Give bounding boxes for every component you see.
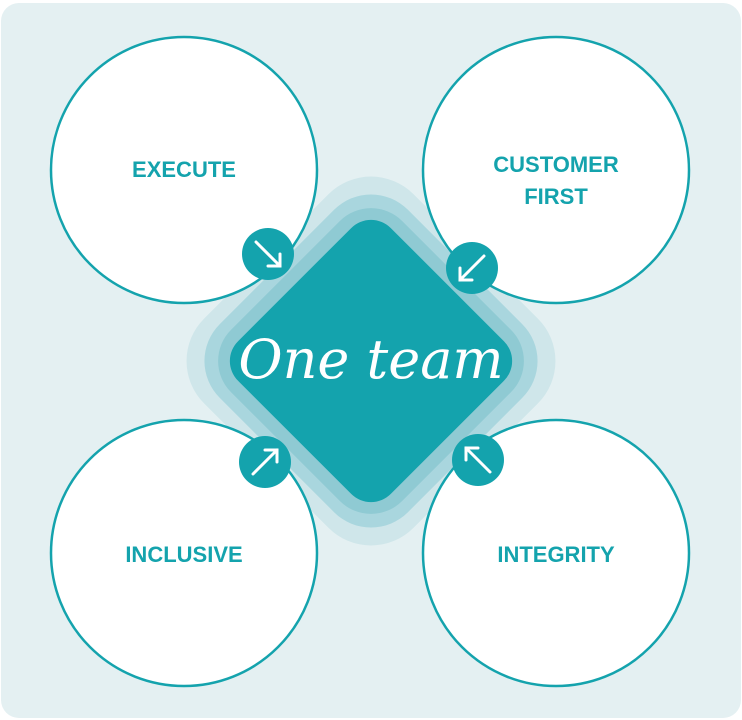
center-label: One team	[238, 328, 503, 391]
value-label-inclusive: INCLUSIVE	[125, 542, 242, 567]
arrow-up-left-icon	[464, 446, 492, 474]
arrow-badge-customer-first	[446, 242, 498, 294]
value-label-customer-first-line2: FIRST	[524, 184, 588, 209]
value-circle-inclusive	[49, 418, 319, 688]
arrow-badge-integrity	[452, 434, 504, 486]
value-circle-customer-first	[421, 35, 691, 305]
value-circle-integrity	[421, 418, 691, 688]
value-label-execute: EXECUTE	[132, 157, 236, 182]
arrow-down-left-icon	[458, 254, 486, 282]
arrow-badge-inclusive	[239, 436, 291, 488]
value-label-customer-first-line1: CUSTOMER	[493, 152, 619, 177]
value-label-integrity: INTEGRITY	[497, 542, 615, 567]
arrow-down-right-icon	[254, 240, 282, 268]
center-diamond	[229, 219, 513, 503]
arrow-up-right-icon	[251, 448, 279, 476]
arrow-badge-execute	[242, 228, 294, 280]
